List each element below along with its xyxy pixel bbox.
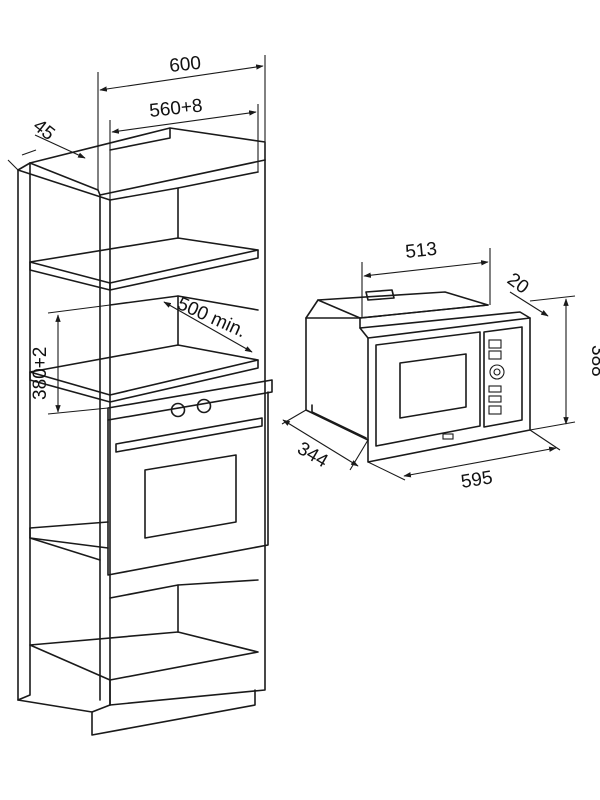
dim-body-width: 513 [361, 239, 491, 318]
appliance-height-label: 388 [587, 345, 600, 377]
microwave-body-side [305, 317, 369, 441]
oven-door [107, 391, 269, 576]
microwave [305, 289, 531, 463]
bottom-shelf [29, 631, 259, 681]
oven-handle [115, 417, 263, 453]
oven-window [144, 454, 237, 539]
microwave-front-frame [367, 317, 531, 463]
button-icon [488, 385, 502, 393]
dial-icon [489, 364, 505, 380]
depth-min-label: 500 min. [174, 293, 249, 342]
niche-width-label: 560+8 [148, 96, 203, 122]
dim-appliance-width: 595 [367, 429, 561, 493]
display-icon [488, 339, 502, 349]
microwave-control-panel [483, 326, 523, 428]
dim-niche-height: 380+2 [30, 304, 111, 415]
logo-badge [442, 433, 454, 440]
oven-knob-icon [170, 402, 186, 418]
body-width-label: 513 [404, 239, 438, 263]
tall-cabinet [17, 127, 273, 736]
niche-height-label: 380+2 [30, 347, 51, 400]
cabinet-width-label: 600 [168, 53, 202, 77]
appliance-width-label: 595 [459, 467, 494, 493]
oven-control-panel [107, 379, 273, 421]
front-offset-label: 20 [503, 269, 532, 298]
upper-shelf [29, 237, 259, 284]
dim-cabinet-width: 600 [97, 53, 266, 190]
button-icon [488, 395, 502, 403]
plinth [17, 689, 256, 736]
dim-front-offset: 20 [503, 269, 549, 317]
front-frame [109, 159, 266, 706]
appliance-depth-label: 344 [294, 438, 332, 472]
microwave-door [375, 331, 481, 447]
side-depth-label: 45 [29, 115, 59, 145]
microwave-window [399, 353, 467, 419]
microwave-top-bracket [365, 289, 395, 301]
dim-side-depth: 45 [7, 115, 86, 171]
oven-knob-icon [196, 398, 212, 414]
dim-niche-width: 560+8 [109, 96, 259, 172]
button-icon [488, 405, 502, 415]
oven [107, 379, 273, 576]
dim-appliance-height: 388 [529, 295, 600, 431]
left-side-panel [17, 162, 31, 701]
button-icon [488, 350, 502, 360]
